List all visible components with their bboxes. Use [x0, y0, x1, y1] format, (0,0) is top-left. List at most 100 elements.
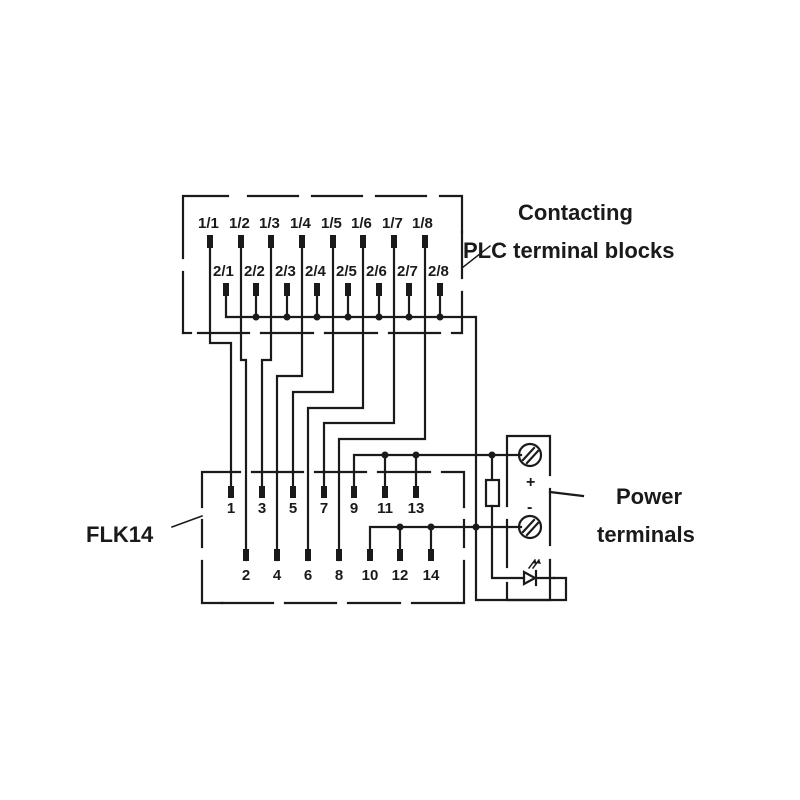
minus-screw-terminal: -	[517, 499, 543, 540]
junction-dot	[396, 523, 404, 531]
pin	[406, 283, 412, 296]
pin	[243, 549, 249, 561]
flk-enclosure	[200, 470, 466, 605]
pin	[336, 549, 342, 561]
plc-top-pins	[207, 235, 428, 248]
flk-top-labels: 1 3 5 7 9 11 13	[227, 500, 425, 517]
pin	[397, 549, 403, 561]
plc-label: 2/7	[397, 263, 418, 280]
flk-label: 12	[392, 567, 409, 584]
pin	[391, 235, 397, 248]
plc-label: 1/7	[382, 215, 403, 232]
common-bus	[224, 294, 568, 602]
flk-label: 14	[423, 567, 440, 584]
plc-label: 2/2	[244, 263, 265, 280]
plc-label: 2/1	[213, 263, 234, 280]
flk-label: 8	[335, 567, 343, 584]
pin	[360, 235, 366, 248]
pin	[290, 486, 296, 498]
pin	[437, 283, 443, 296]
flk-label: 6	[304, 567, 312, 584]
power-title-line1: Power	[616, 484, 682, 509]
plc-label: 2/8	[428, 263, 449, 280]
flk-label: 9	[350, 500, 358, 517]
pin	[207, 235, 213, 248]
plus-bus	[352, 451, 523, 488]
signal-wires	[208, 246, 427, 562]
plc-label: 1/3	[259, 215, 280, 232]
plc-label: 1/2	[229, 215, 250, 232]
pin	[367, 549, 373, 561]
junction-dot	[427, 523, 435, 531]
junction-dot	[381, 451, 389, 459]
power-enclosure	[505, 434, 585, 602]
pin	[351, 486, 357, 498]
flk-title: FLK14	[86, 522, 154, 547]
pin	[376, 283, 382, 296]
flk-label: 11	[377, 500, 393, 517]
flk-label: 10	[362, 567, 379, 584]
svg-text:-: -	[527, 499, 532, 516]
pin	[422, 235, 428, 248]
junction-dot	[375, 313, 383, 321]
pin	[330, 235, 336, 248]
junction-dot	[283, 313, 291, 321]
plc-leader-line	[460, 244, 492, 270]
pin	[253, 283, 259, 296]
junction-dot	[472, 523, 480, 531]
svg-text:+: +	[526, 474, 535, 491]
flk-label: 5	[289, 500, 297, 517]
pin	[314, 283, 320, 296]
flk-label: 2	[242, 567, 250, 584]
plc-label: 1/8	[412, 215, 433, 232]
junction-dot	[412, 451, 420, 459]
plc-label: 2/4	[305, 263, 327, 280]
pin	[382, 486, 388, 498]
plc-bottom-pins	[223, 283, 443, 296]
junction-dot	[436, 313, 444, 321]
pin	[413, 486, 419, 498]
flk-label: 4	[273, 567, 282, 584]
plc-label: 2/6	[366, 263, 387, 280]
flk-label: 3	[258, 500, 266, 517]
plc-title-line1: Contacting	[518, 200, 633, 225]
junction-dot	[313, 313, 321, 321]
pin	[299, 235, 305, 248]
power-title-line2: terminals	[597, 522, 695, 547]
junction-dot	[252, 313, 260, 321]
resistor-symbol	[484, 478, 501, 508]
pin	[305, 549, 311, 561]
plc-label: 1/6	[351, 215, 372, 232]
pin	[259, 486, 265, 498]
flk-label: 1	[227, 500, 235, 517]
pin	[345, 283, 351, 296]
pin	[228, 486, 234, 498]
flk-bottom-labels: 2 4 6 8 10 12 14	[242, 567, 440, 584]
pin	[238, 235, 244, 248]
flk-label: 13	[408, 500, 425, 517]
pin	[284, 283, 290, 296]
junction-dot	[405, 313, 413, 321]
flk-bottom-pins	[243, 549, 434, 561]
flk-top-pins	[228, 486, 419, 498]
plc-label: 1/5	[321, 215, 342, 232]
minus-bus	[368, 523, 523, 551]
pin	[274, 549, 280, 561]
pin	[223, 283, 229, 296]
flk-leader-line	[171, 515, 203, 528]
plc-title-line2: PLC terminal blocks	[463, 238, 675, 263]
plc-label: 2/5	[336, 263, 357, 280]
flk-label: 7	[320, 500, 328, 517]
plc-bottom-labels: 2/1 2/2 2/3 2/4 2/5 2/6 2/7 2/8	[213, 263, 449, 280]
plc-label: 1/4	[290, 215, 312, 232]
resistor-led-branch	[484, 453, 526, 580]
pin	[428, 549, 434, 561]
plc-label: 1/1	[198, 215, 219, 232]
pin	[321, 486, 327, 498]
plus-screw-terminal: +	[517, 442, 543, 491]
led-icon	[522, 558, 556, 587]
junction-dot	[344, 313, 352, 321]
plc-label: 2/3	[275, 263, 296, 280]
